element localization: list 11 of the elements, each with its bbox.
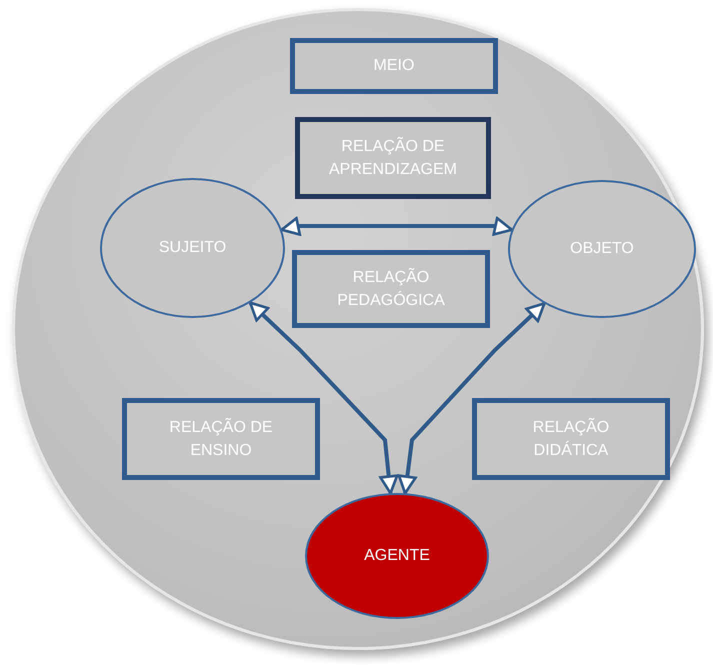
double-arrow	[398, 302, 546, 495]
double-arrow	[280, 216, 514, 236]
text-box: MEIO	[290, 38, 498, 94]
text-box: RELAÇÃO PEDAGÓGICA	[292, 250, 490, 328]
text-box: RELAÇÃO DE ENSINO	[122, 398, 320, 480]
ellipse-node: OBJETO	[508, 180, 696, 318]
ellipse-node: SUJEITO	[100, 178, 285, 318]
ellipse-node: AGENTE	[305, 493, 489, 619]
text-box: RELAÇÃO DE APRENDIZAGEM	[295, 117, 491, 199]
text-box: RELAÇÃO DIDÁTICA	[472, 398, 670, 480]
double-arrow	[248, 301, 398, 494]
